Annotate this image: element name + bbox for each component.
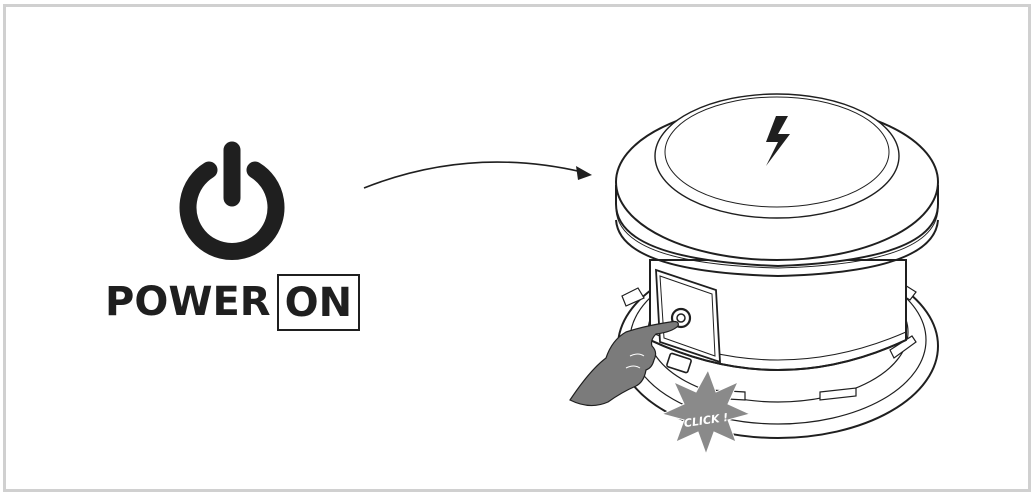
lid [615,93,939,278]
click-burst: CLICK ! [660,368,752,456]
power-on-label: POWER ON [105,267,361,337]
pointing-hand-icon [569,320,679,407]
power-word: POWER [105,279,271,325]
device-illustration: CLICK ! [569,93,939,456]
click-label: CLICK ! [683,411,729,430]
lightning-bolt-icon [766,116,790,166]
power-icon [179,141,285,260]
on-state-box: ON [276,273,361,331]
curved-arrow-icon [363,161,592,189]
usb-port[interactable] [666,352,692,374]
